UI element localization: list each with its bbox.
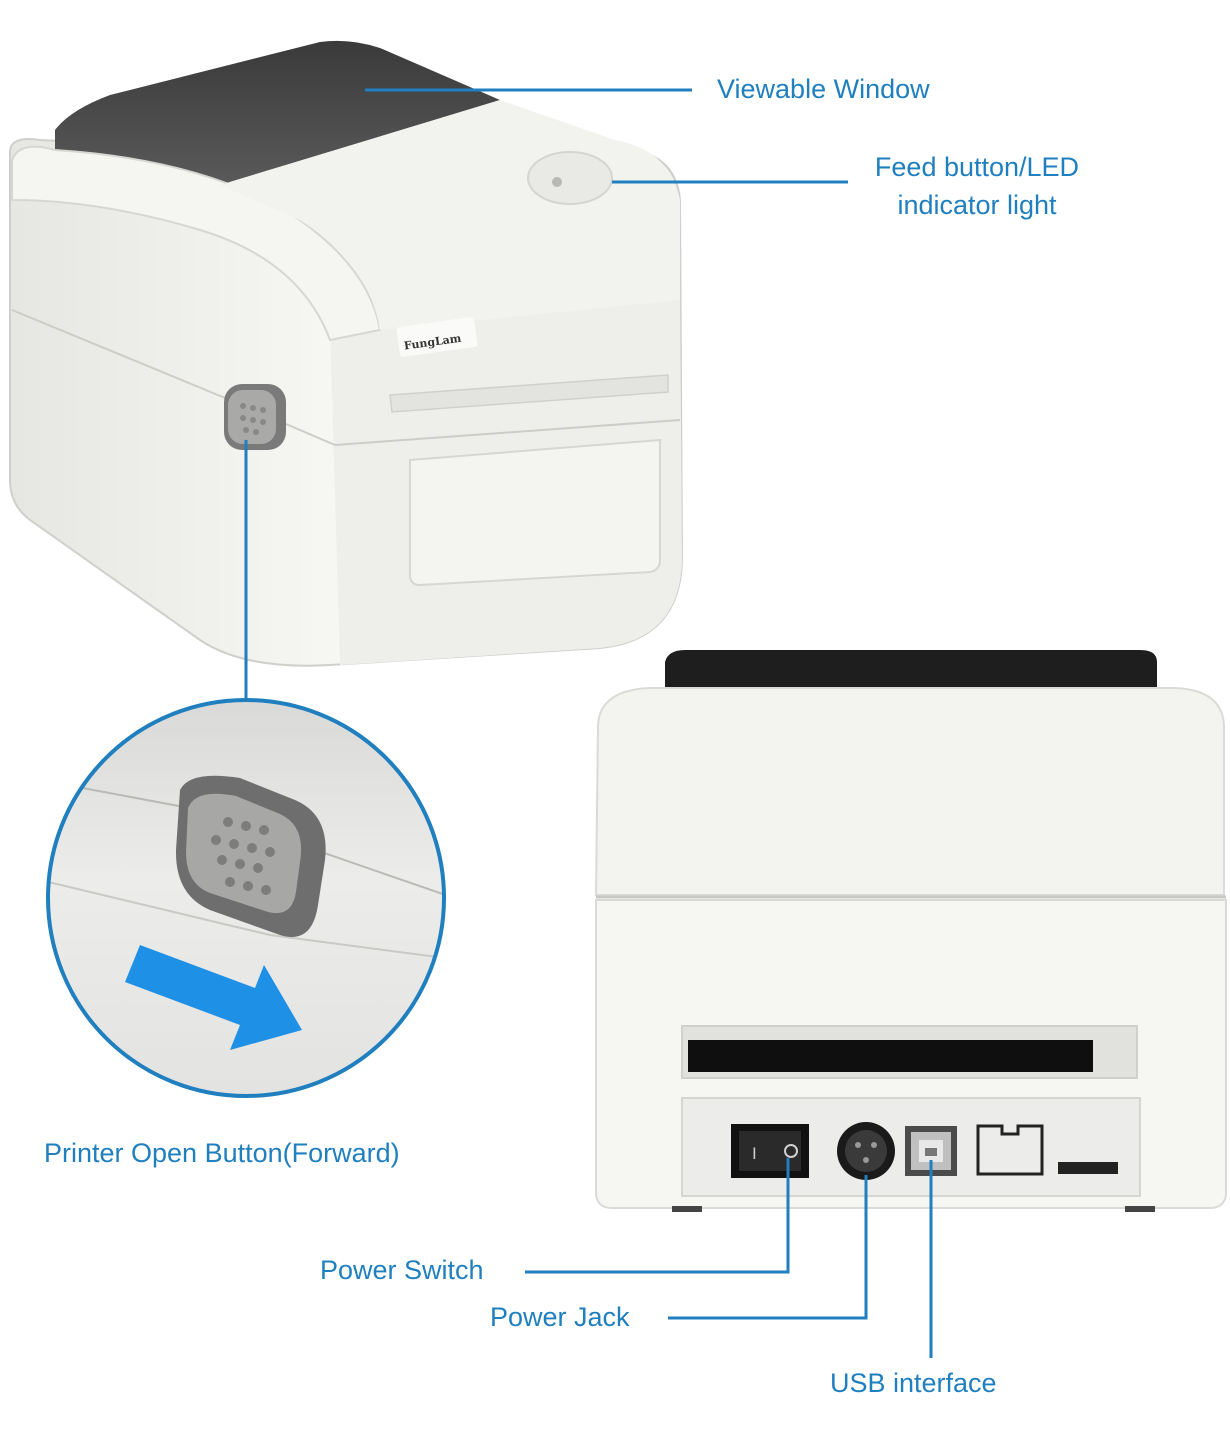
svg-text:I: I [752, 1144, 757, 1163]
open-button-label: Printer Open Button(Forward) [44, 1138, 400, 1168]
power-jack-label: Power Jack [490, 1302, 630, 1332]
callout-line-power-switch [525, 1158, 790, 1274]
rear-printer-upper [594, 687, 1225, 896]
front-door [409, 438, 661, 587]
small-slot [1058, 1162, 1118, 1174]
network-port [976, 1124, 1044, 1176]
front-printer: FungLam [8, 40, 684, 667]
zoomed-open-button [175, 775, 326, 937]
viewable-window-label: Viewable Window [717, 74, 930, 104]
usb-interface-label: USB interface [830, 1368, 997, 1398]
callout-line-power-jack [668, 1175, 868, 1320]
port-panel: I [681, 1097, 1141, 1197]
feed-button-label-line2: indicator light [897, 190, 1057, 220]
paper-slot [389, 374, 669, 413]
feed-button [527, 151, 613, 205]
power-switch-label: Power Switch [320, 1255, 484, 1285]
viewable-window [55, 40, 500, 185]
top-cover [11, 145, 382, 342]
feed-button-label: Feed button/LED indicator light [852, 148, 1102, 224]
rear-printer: I [594, 650, 1227, 1212]
power-switch: I [731, 1124, 809, 1178]
callout-lines [244, 88, 933, 1358]
forward-arrow-icon [125, 945, 302, 1050]
usb-port [905, 1126, 957, 1176]
side-open-button [224, 384, 286, 450]
zoom-detail [46, 698, 446, 1098]
paper-entry-slot [681, 1025, 1138, 1079]
brand-logo: FungLam [396, 317, 478, 357]
power-jack [837, 1122, 895, 1180]
feed-button-label-line1: Feed button/LED [874, 152, 1080, 182]
